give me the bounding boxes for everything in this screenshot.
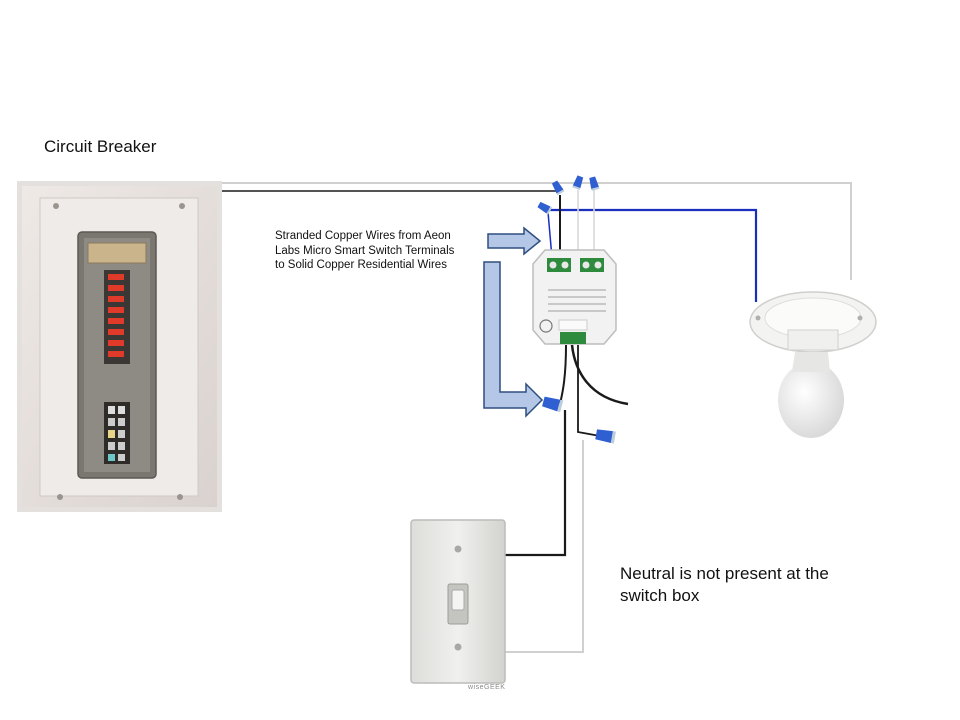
wire-nut-icon	[572, 175, 584, 191]
breaker-panel-icon	[17, 181, 222, 512]
module-antenna-wire	[570, 344, 629, 406]
arrow-down-right-icon	[483, 261, 544, 418]
annotation-line: to Solid Copper Residential Wires	[275, 259, 447, 271]
annotation-line: Stranded Copper Wires from Aeon	[275, 230, 451, 242]
neutral-wire-main	[222, 182, 852, 280]
wire-nut-icon	[537, 201, 553, 215]
wires	[222, 182, 852, 653]
load-wire	[548, 208, 758, 302]
wire-nuts	[537, 175, 616, 444]
breaker-switches-lower	[104, 402, 130, 464]
wire-nut-icon	[551, 180, 565, 196]
note-line: Neutral is not present at the	[620, 564, 829, 583]
neutral-note: Neutral is not present at the switch box	[620, 563, 829, 607]
circuit-breaker-label: Circuit Breaker	[44, 137, 157, 156]
wire-nut-icon	[589, 176, 600, 191]
note-line: switch box	[620, 586, 700, 605]
switch-wire-white	[505, 440, 584, 653]
light-bulb-fixture-icon	[749, 291, 877, 438]
breaker-switches-red	[104, 270, 130, 364]
switch-wire-black	[505, 410, 567, 557]
wall-toggle-switch-icon	[410, 519, 506, 684]
wire-nut-icon	[595, 429, 616, 444]
annotation-line: Labs Micro Smart Switch Terminals	[275, 244, 455, 257]
module-lead-bottom-black-2	[577, 345, 601, 437]
arrow-right-icon	[487, 226, 542, 256]
micro-switch-module-icon	[532, 249, 617, 345]
stranded-wires-annotation: Stranded Copper Wires from Aeon Labs Mic…	[275, 229, 454, 273]
watermark-logo: wiseGEEK	[468, 684, 506, 691]
annotation-arrows	[483, 226, 544, 418]
module-lead-bottom-black	[559, 344, 567, 405]
wire-nut-icon	[542, 396, 564, 413]
